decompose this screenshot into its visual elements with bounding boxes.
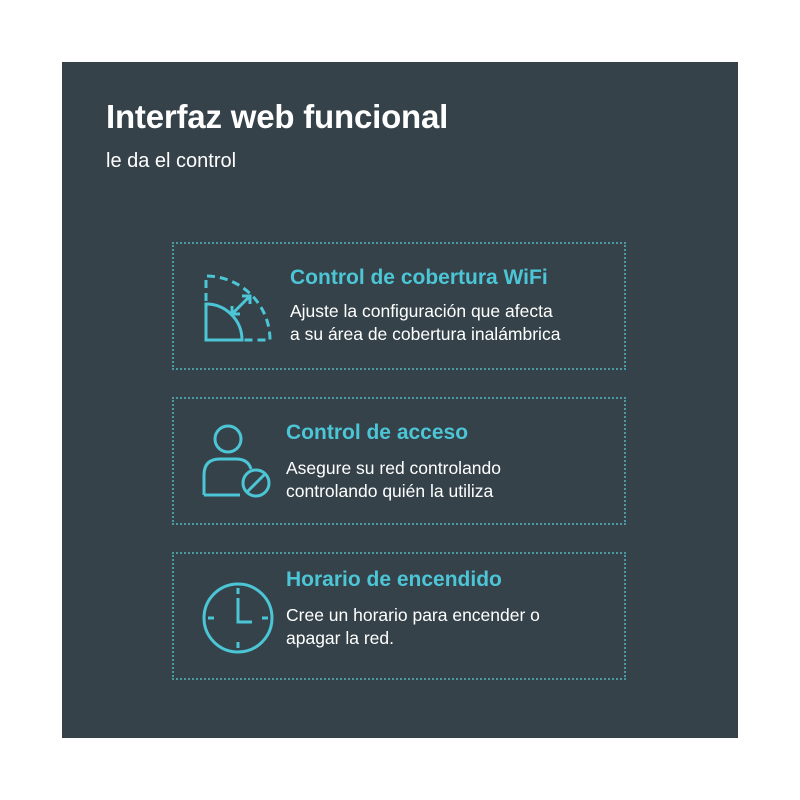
feature-description-line: a su área de cobertura inalámbrica (290, 324, 561, 344)
feature-heading: Control de acceso (286, 421, 469, 444)
feature-heading: Control de cobertura WiFi (290, 266, 548, 289)
feature-description-line: controlando quién la utiliza (286, 481, 494, 501)
feature-description: Cree un horario para encender o apagar l… (286, 604, 540, 650)
feature-panel: Interfaz web funcional le da el control … (62, 62, 738, 738)
feature-card-power-schedule: Horario de encendido Cree un horario par… (172, 552, 626, 680)
feature-description-line: Ajuste la configuración que afecta (290, 301, 553, 321)
wifi-coverage-icon (198, 268, 278, 348)
feature-card-access-control: Control de acceso Asegure su red control… (172, 397, 626, 525)
feature-card-wifi-coverage: Control de cobertura WiFi Ajuste la conf… (172, 242, 626, 370)
feature-description-line: Asegure su red controlando (286, 458, 501, 478)
user-blocked-icon (198, 421, 278, 501)
feature-description-line: Cree un horario para encender o (286, 605, 540, 625)
feature-description: Asegure su red controlando controlando q… (286, 457, 501, 503)
feature-heading: Horario de encendido (286, 568, 502, 591)
feature-description-line: apagar la red. (286, 628, 394, 648)
clock-icon (198, 578, 278, 658)
panel-title: Interfaz web funcional (106, 98, 449, 135)
feature-description: Ajuste la configuración que afecta a su … (290, 300, 560, 346)
panel-subtitle: le da el control (106, 150, 237, 172)
